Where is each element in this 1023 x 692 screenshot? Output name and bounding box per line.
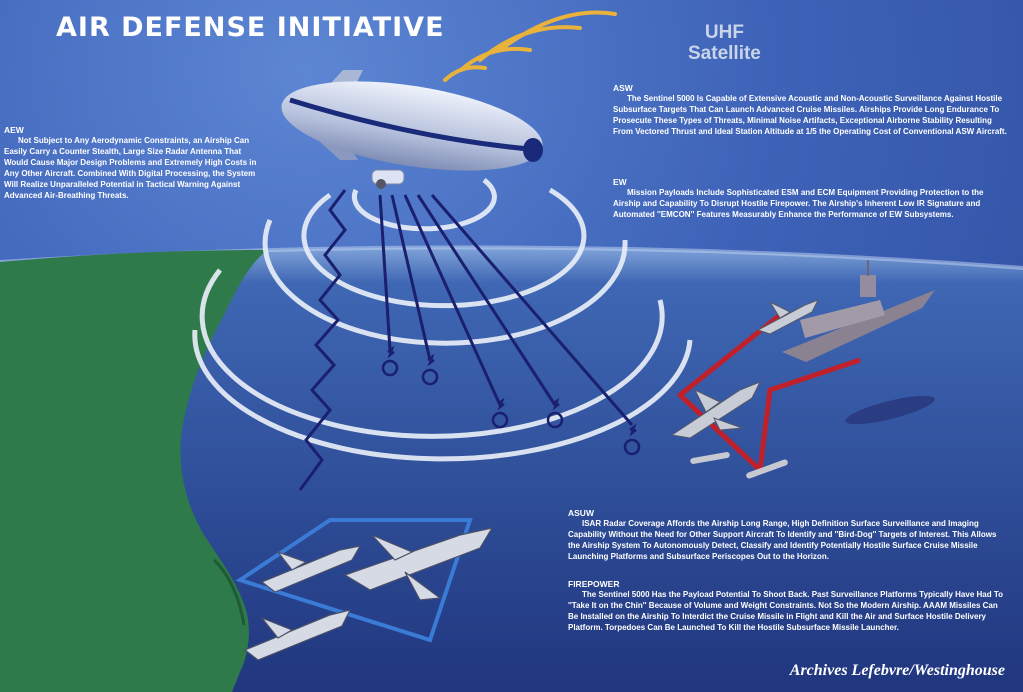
friendly-jet-icon (243, 527, 494, 661)
asw-body: The Sentinel 5000 Is Capable of Extensiv… (613, 94, 1007, 136)
earth-surface (0, 247, 1023, 692)
asuw-section: ASUW ISAR Radar Coverage Affords the Air… (568, 508, 1008, 562)
satellite-label-line2: Satellite (688, 43, 761, 64)
asuw-body: ISAR Radar Coverage Affords the Airship … (568, 519, 997, 561)
enemy-jet-icon (670, 299, 820, 439)
jamming-zigzag-icon (298, 189, 347, 491)
intercept-zone-icon (235, 518, 473, 643)
page-title: AIR DEFENSE INITIATIVE (56, 12, 445, 43)
submarine-icon (845, 395, 935, 425)
aew-body: Not Subject to Any Aerodynamic Constrain… (4, 136, 257, 200)
aew-heading: AEW (4, 125, 24, 135)
ew-heading: EW (613, 177, 627, 187)
ew-body: Mission Payloads Include Sophisticated E… (613, 188, 984, 219)
satellite-label-line1: UHF (704, 22, 744, 43)
aew-section: AEW Not Subject to Any Aerodynamic Const… (4, 125, 262, 201)
satellite-signal-icon (443, 10, 617, 82)
sonobuoy-icon (381, 345, 641, 456)
cruise-missile-icon (690, 452, 788, 479)
asw-section: ASW The Sentinel 5000 Is Capable of Exte… (613, 83, 1011, 137)
firepower-heading: FIREPOWER (568, 579, 620, 589)
satellite-label: UHF Satellite (688, 22, 761, 64)
warship-icon (782, 260, 935, 362)
sonar-beams-icon (378, 194, 634, 426)
firepower-section: FIREPOWER The Sentinel 5000 Has the Payl… (568, 579, 1008, 633)
airship-icon (281, 70, 543, 189)
firepower-body: The Sentinel 5000 Has the Payload Potent… (568, 590, 1004, 632)
archive-credit: Archives Lefebvre/Westinghouse (789, 662, 1005, 679)
asuw-heading: ASUW (568, 508, 594, 518)
asw-heading: ASW (613, 83, 633, 93)
ew-section: EW Mission Payloads Include Sophisticate… (613, 177, 1011, 220)
